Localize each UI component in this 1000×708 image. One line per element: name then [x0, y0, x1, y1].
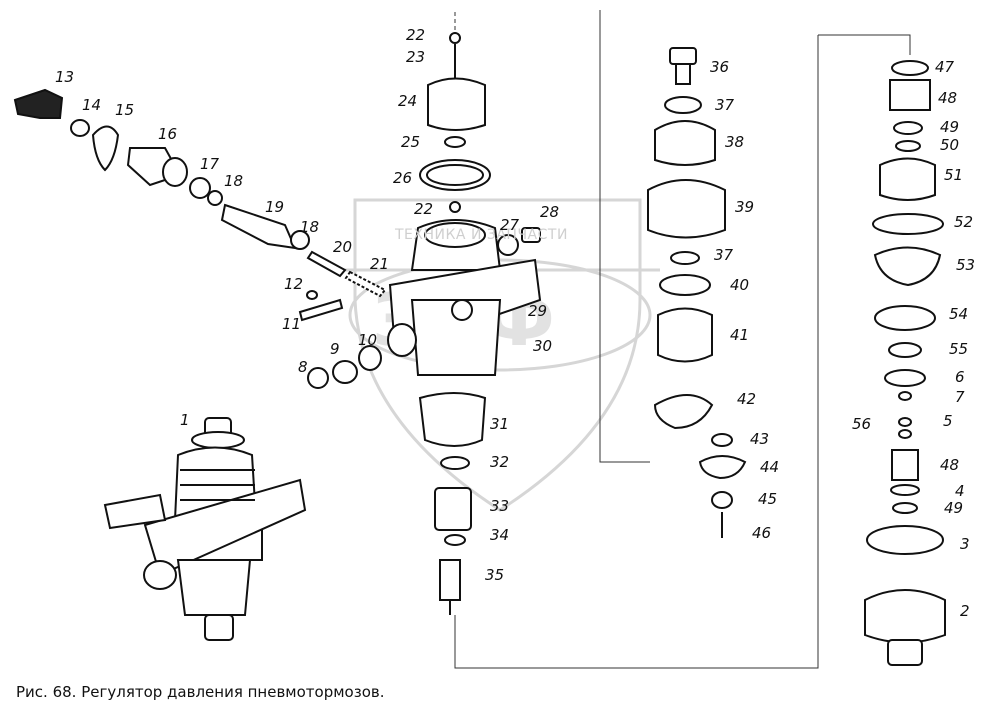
part-label: 2: [960, 602, 970, 620]
parts-47-to-56: [864, 60, 946, 666]
part-label: 37: [715, 96, 735, 114]
part-label: 43: [750, 430, 770, 448]
part-label: 15: [115, 101, 135, 119]
figure-caption: Рис. 68. Регулятор давления пневмотормоз…: [16, 683, 385, 701]
part-label: 20: [333, 238, 353, 256]
part-label: 34: [490, 526, 510, 544]
part-label: 36: [710, 58, 730, 76]
part-label: 19: [265, 198, 285, 216]
part-label: 29: [528, 302, 548, 320]
part-label: 44: [760, 458, 780, 476]
part-label: 33: [490, 497, 510, 515]
part-label: 9: [330, 340, 340, 358]
part-label: 45: [758, 490, 778, 508]
part-label: 50: [940, 136, 960, 154]
part-label: 37: [714, 246, 734, 264]
part-label: 51: [944, 166, 964, 184]
part-label: 48: [938, 89, 958, 107]
part-label: 1: [180, 411, 190, 429]
part-label: 56: [852, 415, 872, 433]
part-label: 8: [298, 358, 308, 376]
part-label: 39: [735, 198, 755, 216]
part-label: 18: [300, 218, 320, 236]
watermark-text: ТЕХНИКА И ЗАПЧАСТИ: [395, 227, 568, 243]
part-label: 49: [940, 118, 960, 136]
part-label: 32: [490, 453, 510, 471]
part-label: 23: [406, 48, 426, 66]
part-label: 7: [955, 388, 965, 406]
part-label: 35: [485, 566, 505, 584]
part-label: 28: [540, 203, 560, 221]
part-label: 3: [960, 535, 970, 553]
part-label: 13: [55, 68, 75, 86]
part-label: 47: [935, 58, 955, 76]
part-label: 40: [730, 276, 750, 294]
part-label: 10: [358, 331, 378, 349]
part-label: 17: [200, 155, 220, 173]
part-label: 54: [949, 305, 969, 323]
part-label: 25: [401, 133, 421, 151]
part-label: 41: [730, 326, 750, 344]
part-label: 26: [393, 169, 413, 187]
part-label: 22: [414, 200, 434, 218]
part-label: 52: [954, 213, 974, 231]
part-label: 16: [158, 125, 178, 143]
part-label: 42: [737, 390, 757, 408]
part-label: 46: [752, 524, 772, 542]
part-label: 55: [949, 340, 969, 358]
part-label: 11: [282, 315, 302, 333]
part-label: 38: [725, 133, 745, 151]
part-label: 48: [940, 456, 960, 474]
part-label: 31: [490, 415, 510, 433]
part-label: 22: [406, 26, 426, 44]
central-parts: [387, 32, 542, 615]
part-label: 27: [500, 216, 520, 234]
parts-36-to-46: [647, 47, 747, 538]
part-label: 53: [956, 256, 976, 274]
part-label: 6: [955, 368, 965, 386]
assembly-lines: [454, 10, 911, 669]
part-label: 18: [224, 172, 244, 190]
part-label: 12: [284, 275, 304, 293]
part-label: 24: [398, 92, 418, 110]
part-label: 30: [533, 337, 553, 355]
part-label: 5: [943, 412, 953, 430]
part-label: 49: [944, 499, 964, 517]
part-label: 4: [955, 482, 965, 500]
part-label: 21: [370, 255, 390, 273]
regulator-assembly-1: [103, 417, 307, 641]
parts-13-to-19: [13, 88, 387, 389]
part-label: 14: [82, 96, 102, 114]
